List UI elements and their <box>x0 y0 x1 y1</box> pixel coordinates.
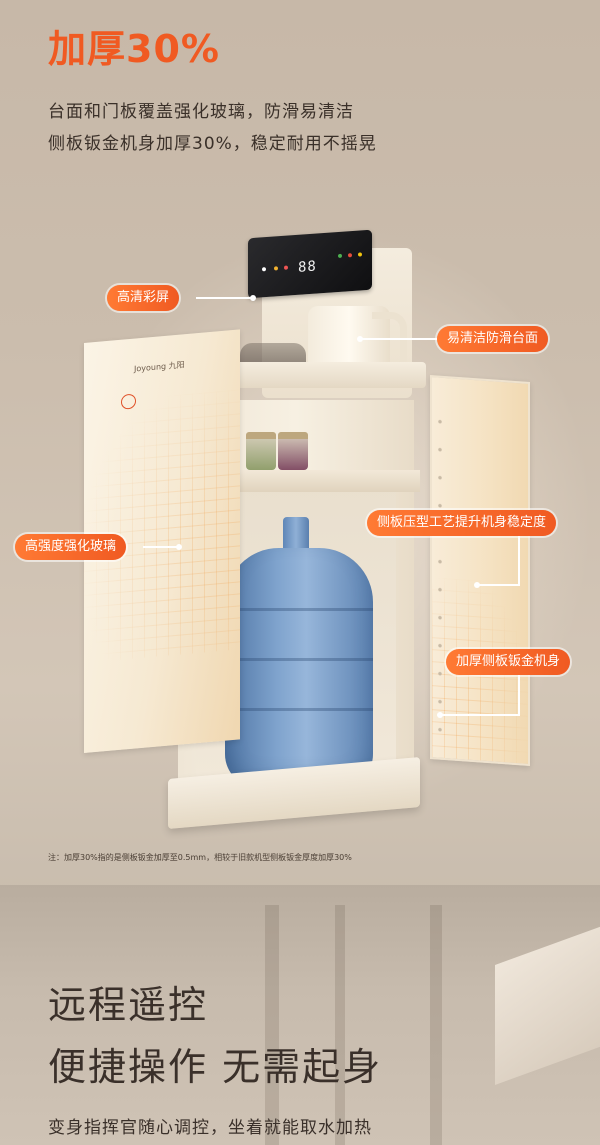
jar-lid <box>278 432 308 439</box>
callout-line <box>518 534 520 584</box>
callout-screen: 高清彩屏 <box>107 285 180 311</box>
callout-line <box>518 673 520 715</box>
section2-title-line2: 便捷操作 无需起身 <box>48 1045 383 1089</box>
callout-line <box>360 338 438 340</box>
screen-led <box>274 266 278 271</box>
screen-readout: 88 <box>298 258 317 276</box>
callout-line <box>143 546 178 548</box>
side-metal-panel <box>430 375 530 766</box>
callout-dot <box>250 295 256 301</box>
feature-line-2: 侧板钣金机身加厚30%，稳定耐用不摇晃 <box>48 134 377 154</box>
callout-dot <box>437 712 443 718</box>
countertop-tray <box>236 362 426 388</box>
glass-texture <box>84 389 240 663</box>
shadow-stripe <box>265 905 279 1145</box>
screen-led <box>358 252 362 257</box>
callout-line <box>476 584 520 586</box>
footnote: 注：加厚30%指的是侧板钣金加厚至0.5mm，相较于旧款机型侧板钣金厚度加厚30… <box>48 853 352 862</box>
callout-dot <box>357 336 363 342</box>
section2-title-line1: 远程遥控 <box>48 983 209 1027</box>
feature-line-1: 台面和门板覆盖强化玻璃，防滑易清洁 <box>48 102 354 122</box>
callout-line <box>440 714 520 716</box>
bottle-ring <box>225 708 373 711</box>
shadow-stripe <box>335 905 345 1145</box>
mounting-holes <box>438 407 442 738</box>
section2-subtitle: 变身指挥官随心调控，坐着就能取水加热 <box>48 1118 372 1138</box>
callout-side-metal: 加厚侧板钣金机身 <box>446 649 571 675</box>
callout-side-process: 侧板压型工艺提升机身稳定度 <box>367 510 557 536</box>
bottle-ring <box>225 658 373 661</box>
screen-led <box>348 253 352 258</box>
tea-jar-left <box>246 432 276 470</box>
shadow-stripe <box>430 905 442 1145</box>
page-title: 加厚30% <box>48 27 220 71</box>
jar-lid <box>246 432 276 439</box>
screen-led <box>262 267 266 272</box>
screen-led <box>284 265 288 270</box>
callout-glass: 高强度强化玻璃 <box>15 534 127 560</box>
callout-dot <box>176 544 182 550</box>
callout-dot <box>474 582 480 588</box>
bottle-ring <box>225 608 373 611</box>
callout-line <box>196 297 252 299</box>
display-screen: 88 <box>248 229 372 299</box>
tea-jar-right <box>278 432 308 470</box>
storage-shelf <box>240 470 420 492</box>
brand-logo: Joyoung 九阳 <box>134 360 185 374</box>
callout-countertop: 易清洁防滑台面 <box>437 326 549 352</box>
screen-led <box>338 253 342 259</box>
water-bottle <box>225 548 373 788</box>
